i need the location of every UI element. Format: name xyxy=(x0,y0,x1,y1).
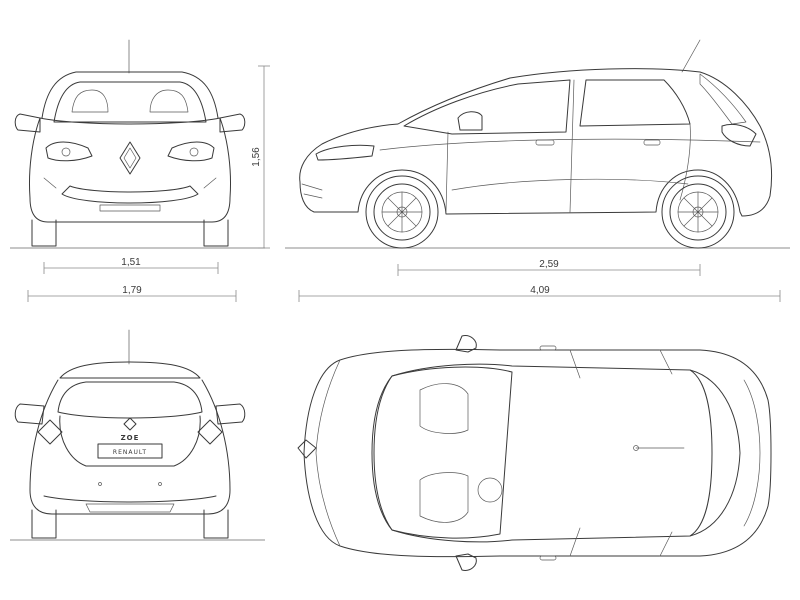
overall-length-label: 4,09 xyxy=(530,285,550,296)
rear-spoiler xyxy=(59,361,201,379)
front-track-label: 1,51 xyxy=(121,257,141,268)
rear-brand-plate-text: RENAULT xyxy=(113,449,147,456)
side-rear-quarter-glass xyxy=(699,73,747,125)
rear-model-badge: ZOE xyxy=(121,434,140,442)
side-front-door-seam xyxy=(445,131,449,213)
side-front-intake xyxy=(301,183,323,199)
top-rear-door-seams xyxy=(659,349,673,557)
rear-diffuser xyxy=(85,503,175,513)
rear-tail-light-right xyxy=(197,419,223,445)
rear-reflector-right xyxy=(158,482,162,486)
top-view xyxy=(297,335,772,571)
rear-bumper-line xyxy=(43,495,217,503)
front-headlight-right xyxy=(167,141,215,162)
rear-body-outline xyxy=(29,379,231,515)
rear-left-tire xyxy=(31,509,57,539)
front-renault-logo-inner xyxy=(123,147,137,169)
top-b-pillar-seams xyxy=(569,349,581,557)
front-headlight-lens-left xyxy=(61,147,71,157)
top-windshield xyxy=(373,366,513,539)
top-steering-wheel xyxy=(477,477,503,503)
top-antenna-base xyxy=(633,445,639,451)
side-front-spokes xyxy=(381,191,423,233)
front-windshield xyxy=(53,81,207,123)
rear-license-plate xyxy=(97,443,163,459)
top-seat-left xyxy=(419,383,469,434)
side-front-door-handle xyxy=(535,139,555,146)
top-body-outline xyxy=(303,348,772,558)
top-seat-right xyxy=(419,472,469,523)
rear-renault-logo xyxy=(123,417,137,431)
side-front-wheel-arch xyxy=(365,175,439,249)
rear-right-tire xyxy=(203,509,229,539)
rear-mirror-right xyxy=(215,403,246,425)
side-rear-door-seam xyxy=(679,123,691,201)
front-seat-right xyxy=(149,89,189,113)
top-mirror-right xyxy=(455,553,477,571)
front-track-dimension: 1,51 xyxy=(43,257,219,274)
front-seat-left xyxy=(71,89,109,113)
front-roof-outline xyxy=(41,71,219,119)
top-door-handle-left xyxy=(539,345,557,351)
wheelbase-dimension: 2,59 xyxy=(397,259,701,276)
side-rear-window xyxy=(579,79,691,127)
side-front-tire xyxy=(373,183,431,241)
side-headlight xyxy=(315,144,375,161)
side-tail-light xyxy=(721,123,757,147)
side-body-outline xyxy=(299,68,773,217)
top-hood-edge xyxy=(315,359,341,547)
side-rear-wheel-arch xyxy=(661,175,735,249)
front-view xyxy=(10,39,265,249)
top-hatch-edge xyxy=(743,379,761,527)
top-renault-logo xyxy=(297,439,317,459)
side-view xyxy=(285,39,790,249)
front-left-tire xyxy=(31,219,57,247)
front-plate-holder xyxy=(99,204,161,212)
front-right-tire xyxy=(203,219,229,247)
rear-tailgate xyxy=(59,415,201,467)
rear-tail-light-left xyxy=(37,419,63,445)
side-mirror xyxy=(457,111,483,131)
front-mirror-left xyxy=(14,113,41,133)
side-rear-door-handle xyxy=(643,139,661,146)
side-front-window xyxy=(403,79,571,135)
side-lower-crease xyxy=(451,178,689,191)
side-rear-tire xyxy=(669,183,727,241)
front-renault-logo xyxy=(119,141,141,175)
top-roof-outline xyxy=(371,363,713,543)
side-shoulder-line xyxy=(379,138,761,151)
front-lower-grille xyxy=(61,185,199,204)
wheelbase-label: 2,59 xyxy=(539,259,559,270)
front-headlight-left xyxy=(45,141,93,162)
side-rear-spokes xyxy=(677,191,719,233)
overall-width-label: 1,79 xyxy=(122,285,142,296)
top-mirror-left xyxy=(455,335,477,353)
front-body-outline xyxy=(29,117,231,223)
side-b-pillar xyxy=(569,79,575,213)
top-rear-window xyxy=(689,369,741,537)
height-dimension-label: 1,56 xyxy=(251,147,262,167)
top-door-handle-right xyxy=(539,555,557,561)
overall-width-dimension: 1,79 xyxy=(27,285,237,302)
rear-reflector-left xyxy=(98,482,102,486)
front-headlight-lens-right xyxy=(189,147,199,157)
side-antenna xyxy=(681,39,701,73)
rear-window xyxy=(57,381,203,419)
front-mirror-right xyxy=(219,113,246,133)
rear-view: ZOE RENAULT xyxy=(10,329,265,541)
height-dimension: 1,56 xyxy=(251,65,270,249)
front-bumper-creases xyxy=(43,177,217,189)
rear-mirror-left xyxy=(14,403,45,425)
overall-length-dimension: 4,09 xyxy=(298,285,781,302)
